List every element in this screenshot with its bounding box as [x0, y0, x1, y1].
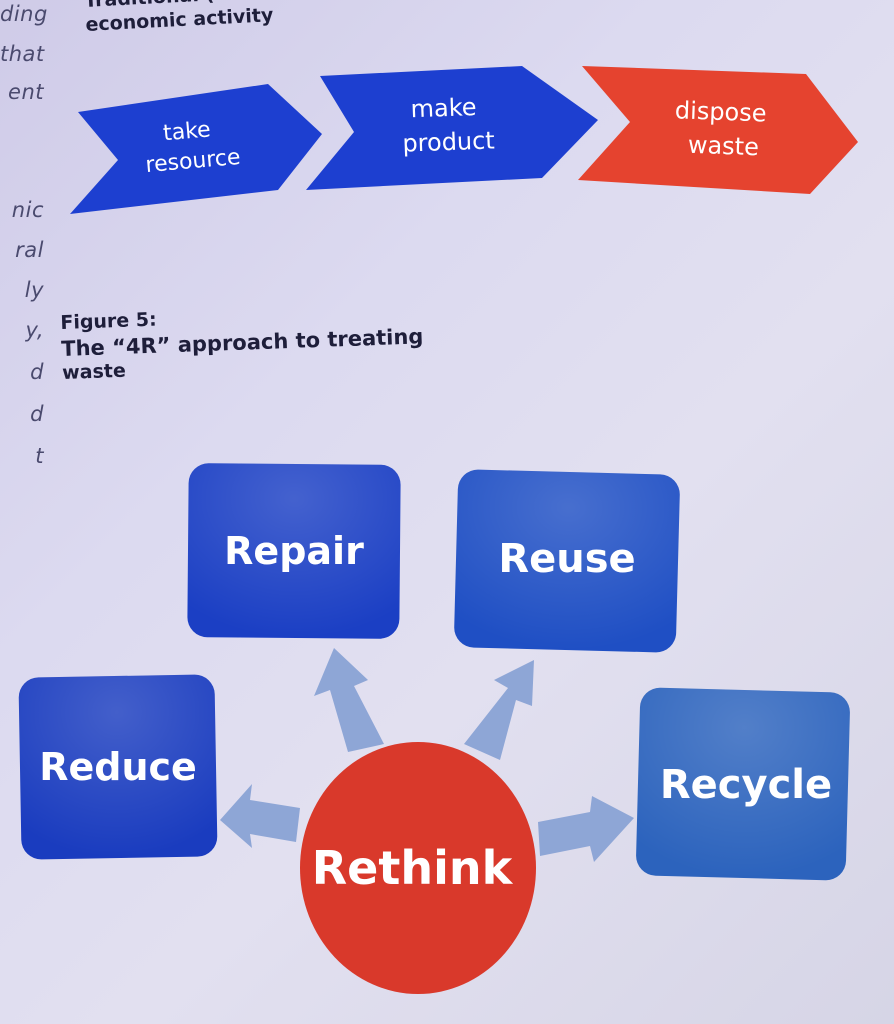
box-reuse: Reuse — [454, 469, 680, 653]
margin-text-fragment: nic — [11, 198, 44, 222]
box-reduce: Reduce — [18, 674, 218, 860]
step-label: make product — [401, 92, 495, 157]
box-label: Reuse — [498, 536, 635, 582]
rethink-node: Rethink — [300, 742, 536, 994]
arrow-to-repair — [314, 648, 384, 752]
take-resource-chevron — [70, 84, 322, 214]
arrow-to-reduce — [220, 784, 300, 848]
dispose-waste-chevron — [578, 66, 858, 194]
box-label: Repair — [224, 529, 364, 573]
margin-text-fragment: d — [30, 360, 44, 384]
margin-text-fragment: y, — [25, 318, 44, 342]
box-label: Recycle — [660, 762, 832, 808]
margin-text-fragment: ral — [15, 238, 44, 262]
arrow-to-reuse — [464, 660, 534, 760]
margin-text-fragment: ly — [24, 278, 44, 302]
center-label: Rethink — [312, 841, 514, 895]
step-label: dispose waste — [673, 96, 774, 161]
margin-text-fragment: ent — [8, 80, 44, 104]
arrow-to-recycle — [538, 796, 634, 862]
linear-flow: take resource make product dispose waste — [70, 66, 858, 214]
make-product-chevron — [306, 66, 598, 190]
margin-text-fragment: that — [0, 42, 45, 66]
box-label: Reduce — [39, 745, 197, 789]
box-repair: Repair — [187, 463, 401, 639]
margin-text-fragment: t — [35, 444, 44, 468]
box-recycle: Recycle — [636, 687, 850, 881]
arrows — [220, 648, 634, 862]
margin-text-fragment: d — [30, 402, 44, 426]
margin-text-fragment: ding — [0, 2, 48, 26]
